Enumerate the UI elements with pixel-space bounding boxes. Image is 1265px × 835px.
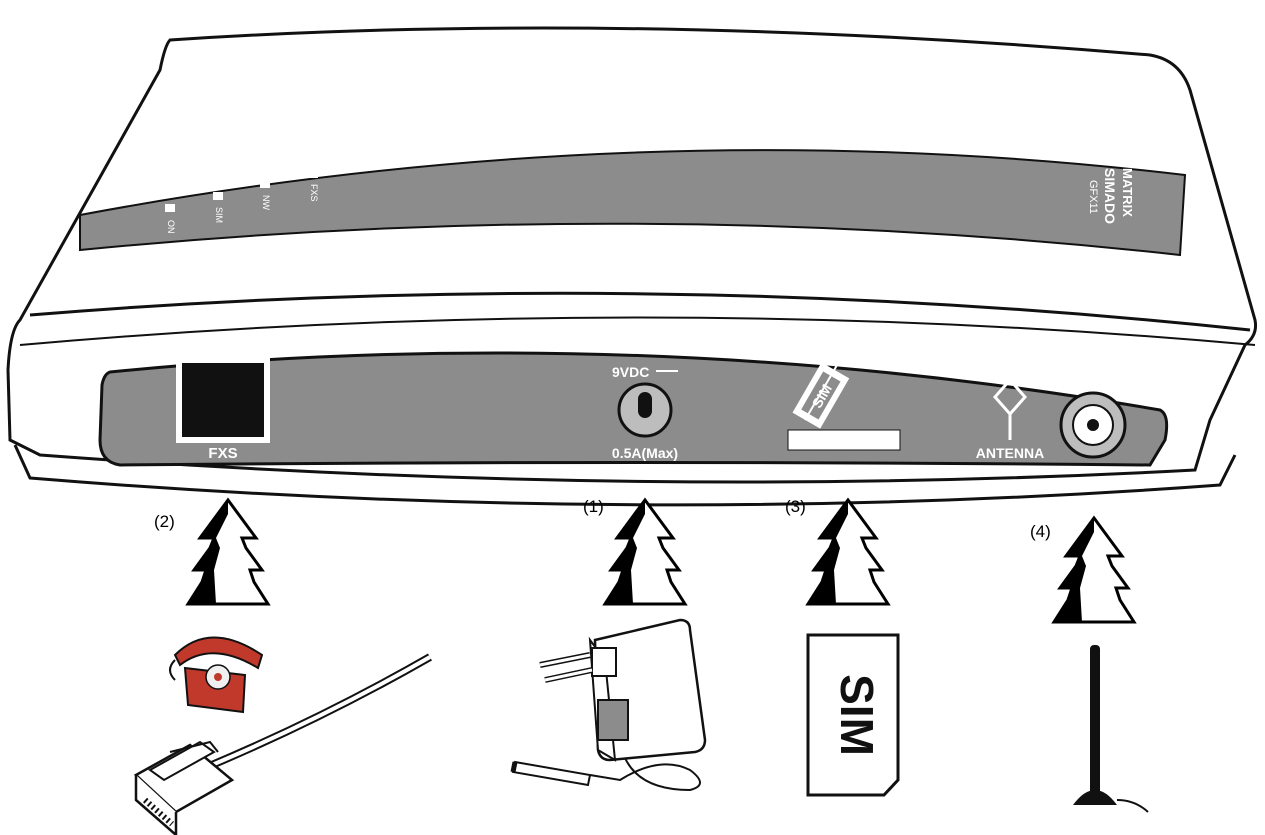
led-fxs [308, 170, 318, 178]
led-nw-label: NW [261, 195, 271, 210]
fxs-label: FXS [208, 445, 237, 462]
power-port: -⊖+ 9VDC 0.5A(Max) [612, 333, 678, 461]
rj11-cable-icon [133, 653, 432, 835]
arrow-3-icon [806, 498, 890, 606]
power-adapter-icon [510, 618, 707, 792]
callout-3-number: (3) [785, 497, 806, 516]
led-fxs-label: FXS [309, 184, 319, 202]
fxs-port: FXS [176, 357, 270, 462]
sim-card-text: SIM [831, 674, 883, 756]
branding: MATRIX SIMADO GFX11 [1087, 168, 1135, 224]
power-label-bottom: 0.5A(Max) [612, 445, 678, 461]
led-on [165, 204, 175, 212]
antenna-label: ANTENNA [976, 445, 1044, 461]
callout-1-number: (1) [583, 497, 604, 516]
arrow-4-icon [1052, 516, 1136, 624]
submodel-label: GFX11 [1087, 180, 1099, 214]
polarity-icon: -⊖+ [630, 333, 653, 348]
led-sim [213, 192, 223, 200]
led-nw [260, 180, 270, 188]
antenna-port: ANTENNA [976, 377, 1127, 461]
led-on-label: ON [166, 220, 176, 234]
callout-2-number: (2) [154, 512, 175, 531]
callout-4-number: (4) [1030, 522, 1051, 541]
power-label-top: 9VDC [612, 364, 649, 380]
sim-card-icon: SIM [806, 633, 900, 797]
led-sim-label: SIM [214, 207, 224, 223]
arrow-1-icon [603, 498, 687, 606]
arrow-2-icon [186, 498, 270, 606]
rear-panel: FXS -⊖+ 9VDC 0.5A(Max) SIM ANTENNA [98, 333, 1169, 467]
model-label: SIMADO [1102, 168, 1118, 224]
led-indicators: ON SIM NW FXS [165, 170, 319, 234]
brand-logo: MATRIX [1120, 168, 1135, 217]
sim-slot: SIM [787, 359, 901, 451]
telephone-icon [169, 636, 264, 714]
antenna-icon [1073, 645, 1149, 813]
